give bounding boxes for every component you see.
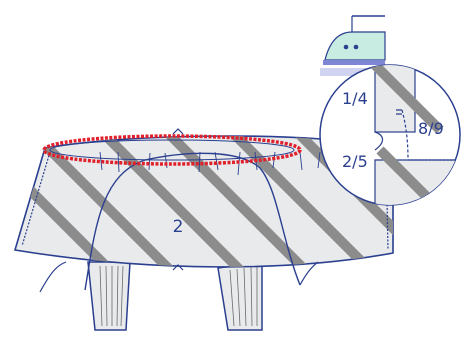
detail-label-2-5: 2/5 [342,152,368,171]
detail-label-8-9: 8/9 [418,119,444,138]
left-leg [88,262,130,330]
detail-label-1-4: 1/4 [342,89,368,108]
panel-number: 2 [173,217,184,237]
trouser-legs [88,262,262,330]
